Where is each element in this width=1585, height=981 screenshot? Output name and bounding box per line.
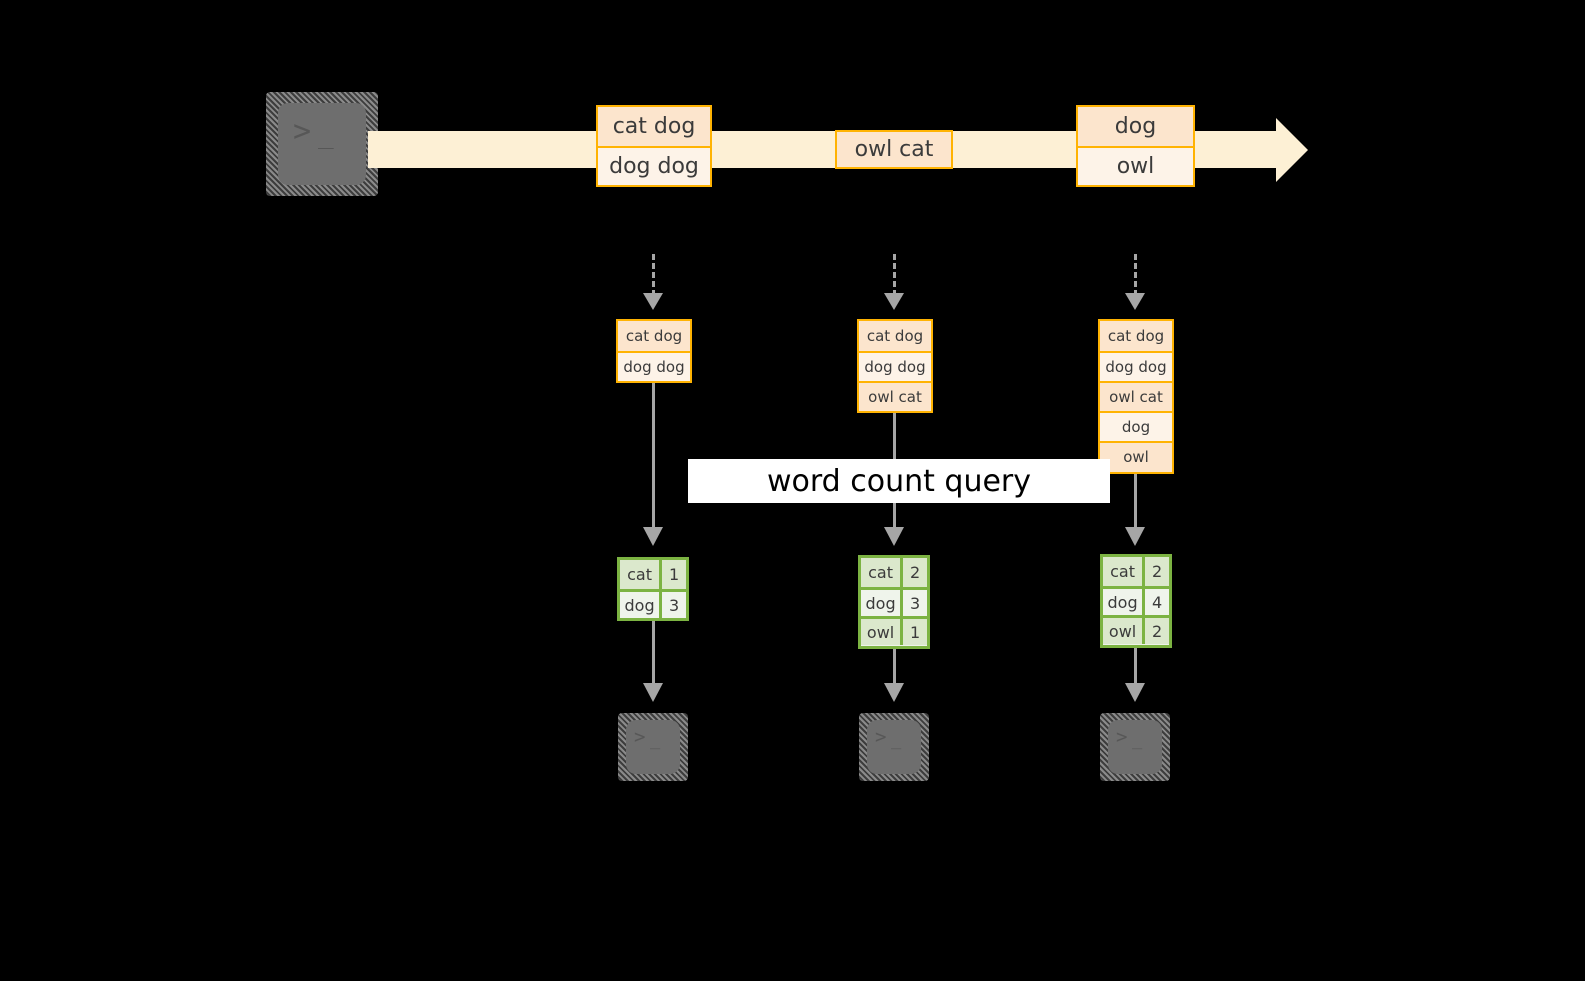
result-word-cell: cat [620,560,663,589]
sink-terminal-icon: > _ [859,713,929,781]
result-table: cat 2 dog 3 owl 1 [858,555,930,649]
sink-connector-arrowhead [643,683,663,702]
terminal-cursor-glyph: _ [891,730,902,750]
result-count-cell: 3 [662,592,686,618]
window-box: cat dog dog dog owl cat dog owl [1098,319,1174,474]
dashed-connector [652,254,655,296]
stream-event-box: cat dog dog dog [596,105,712,187]
result-row: dog 3 [861,587,927,616]
terminal-screen [278,103,366,185]
event-stream-arrowhead [1276,118,1308,182]
stream-event-box: owl cat [835,130,953,169]
sink-terminal-icon: > _ [1100,713,1170,781]
window-row: dog dog [859,351,931,381]
stream-event-line: dog dog [598,146,710,185]
result-count-cell: 1 [903,619,927,645]
result-row: cat 2 [861,558,927,587]
result-row: cat 1 [620,560,686,589]
result-count-cell: 1 [662,560,686,589]
query-connector [652,383,655,530]
stream-event-box: dog owl [1076,105,1195,187]
terminal-prompt-glyph: > [1116,726,1128,748]
window-row: cat dog [1100,321,1172,351]
result-count-cell: 4 [1145,589,1169,615]
result-count-cell: 3 [903,590,927,616]
query-connector-arrowhead [1125,527,1145,546]
dashed-connector-arrowhead [643,293,663,310]
result-count-cell: 2 [1145,557,1169,586]
result-row: cat 2 [1103,557,1169,586]
query-connector-arrowhead [884,527,904,546]
dashed-connector-arrowhead [1125,293,1145,310]
stream-event-line: cat dog [598,107,710,146]
window-box: cat dog dog dog [616,319,692,383]
window-row: cat dog [618,321,690,351]
result-word-cell: cat [861,558,904,587]
terminal-prompt-glyph: > [875,726,887,748]
terminal-prompt-glyph: > [293,114,312,149]
dashed-connector-arrowhead [884,293,904,310]
dashed-connector [893,254,896,296]
result-row: dog 3 [620,589,686,618]
sink-connector-arrowhead [884,683,904,702]
result-table: cat 1 dog 3 [617,557,689,621]
dashed-connector [1134,254,1137,296]
stream-event-line: owl cat [837,132,951,167]
terminal-screen [626,720,680,774]
query-connector-arrowhead [643,527,663,546]
terminal-cursor-glyph: _ [650,730,661,750]
result-table: cat 2 dog 4 owl 2 [1100,554,1172,648]
sink-connector [893,649,896,686]
result-word-cell: owl [1103,618,1146,644]
result-word-cell: dog [861,590,904,616]
terminal-prompt-glyph: > [634,726,646,748]
window-row: owl cat [859,381,931,411]
result-count-cell: 2 [903,558,927,587]
stream-event-line: dog [1078,107,1193,146]
window-row: cat dog [859,321,931,351]
window-row: dog dog [618,351,690,381]
sink-terminal-icon: > _ [618,713,688,781]
sink-connector-arrowhead [1125,683,1145,702]
query-label: word count query [688,459,1110,503]
stream-event-line: owl [1078,146,1193,185]
terminal-cursor-glyph: _ [318,120,334,150]
terminal-screen [1108,720,1162,774]
query-connector [1134,474,1137,530]
result-word-cell: owl [861,619,904,645]
result-count-cell: 2 [1145,618,1169,644]
sink-connector [652,621,655,686]
window-row: owl cat [1100,381,1172,411]
window-row: dog [1100,411,1172,441]
result-row: owl 1 [861,616,927,645]
window-row: dog dog [1100,351,1172,381]
window-box: cat dog dog dog owl cat [857,319,933,413]
result-word-cell: dog [1103,589,1146,615]
result-word-cell: cat [1103,557,1146,586]
terminal-cursor-glyph: _ [1132,730,1143,750]
result-row: owl 2 [1103,615,1169,644]
terminal-screen [867,720,921,774]
result-row: dog 4 [1103,586,1169,615]
source-terminal-icon: > _ [266,92,378,196]
window-row: owl [1100,441,1172,471]
sink-connector [1134,648,1137,686]
result-word-cell: dog [620,592,663,618]
